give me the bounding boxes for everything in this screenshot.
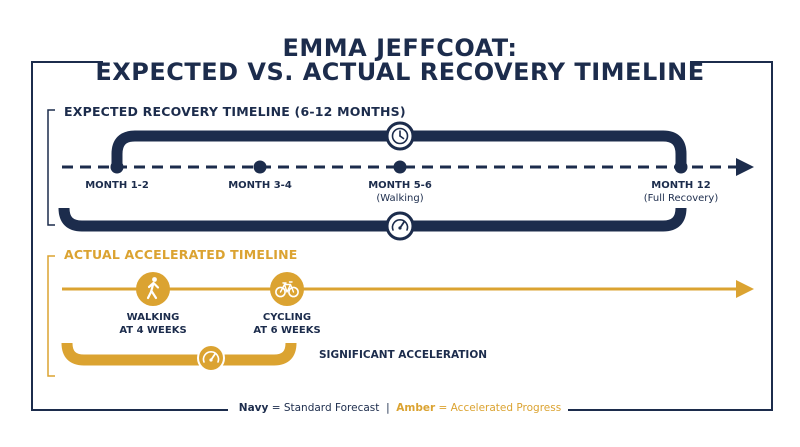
- clock-icon: [385, 121, 415, 151]
- milestone-label-month-12: MONTH 12 (Full Recovery): [616, 179, 746, 205]
- milestone-note: (Full Recovery): [643, 193, 719, 204]
- legend-amber-desc: = Accelerated Progress: [438, 402, 562, 414]
- acceleration-label: SIGNIFICANT ACCELERATION: [319, 349, 488, 361]
- actual-section-bracket: [47, 255, 55, 377]
- bicycle-icon: [270, 272, 304, 306]
- milestone-line-2: AT 6 WEEKS: [253, 325, 321, 336]
- milestone-line-2: AT 4 WEEKS: [119, 325, 187, 336]
- milestone-line-1: CYCLING: [262, 312, 312, 323]
- expected-section-bracket: [47, 109, 55, 226]
- amber-speedometer-icon: [197, 344, 225, 372]
- legend-amber-word: Amber: [396, 402, 436, 414]
- milestone-label-month-5-6: MONTH 5-6 (Walking): [335, 179, 465, 205]
- milestone-dot-month-5-6: [393, 160, 407, 174]
- milestone-title: MONTH 3-4: [228, 180, 292, 191]
- milestone-label-month-1-2: MONTH 1-2: [52, 179, 182, 192]
- milestone-note: (Walking): [376, 193, 424, 204]
- milestone-label-cycling: CYCLING AT 6 WEEKS: [227, 311, 347, 337]
- milestone-dot-month-12: [674, 160, 688, 174]
- legend-navy-desc: = Standard Forecast: [271, 402, 380, 414]
- milestone-line-1: WALKING: [126, 312, 180, 323]
- legend-navy-word: Navy: [238, 402, 269, 414]
- milestone-title: MONTH 12: [651, 180, 711, 191]
- walking-person-icon: [136, 272, 170, 306]
- acceleration-bracket: [61, 342, 297, 366]
- milestone-label-walking: WALKING AT 4 WEEKS: [93, 311, 213, 337]
- milestone-dot-month-3-4: [253, 160, 267, 174]
- milestone-dot-month-1-2: [110, 160, 124, 174]
- page-title-line-2: EXPECTED VS. ACTUAL RECOVERY TIMELINE: [95, 58, 705, 86]
- legend: Navy = Standard Forecast | Amber = Accel…: [0, 402, 800, 414]
- expected-timeline-arrowhead: [736, 158, 754, 176]
- legend-separator: |: [386, 402, 390, 414]
- milestone-label-month-3-4: MONTH 3-4: [195, 179, 325, 192]
- actual-timeline-arrowhead: [736, 280, 754, 298]
- expected-bottom-arc: [58, 207, 687, 232]
- expected-section-heading: EXPECTED RECOVERY TIMELINE (6-12 MONTHS): [64, 104, 406, 119]
- actual-section-heading: ACTUAL ACCELERATED TIMELINE: [64, 247, 298, 262]
- expected-speedometer-icon: [385, 211, 415, 241]
- outer-frame: [31, 61, 773, 411]
- milestone-title: MONTH 5-6: [368, 180, 432, 191]
- milestone-title: MONTH 1-2: [85, 180, 149, 191]
- page-title-line-1: EMMA JEFFCOAT:: [282, 34, 518, 62]
